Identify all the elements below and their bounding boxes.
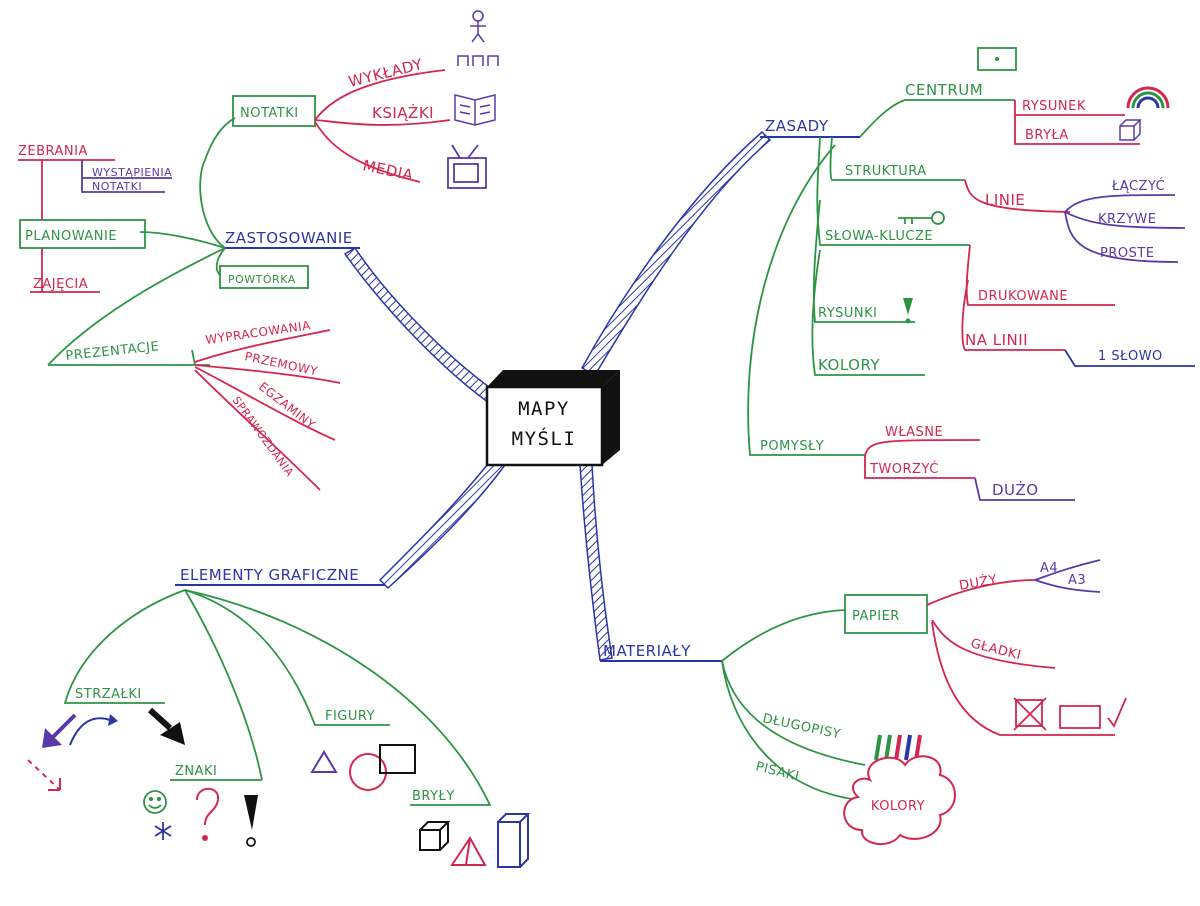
label-zastosowanie: ZASTOSOWANIE: [225, 229, 353, 247]
label-media: MEDIA: [361, 156, 415, 184]
label-figury: FIGURY: [325, 709, 375, 724]
label-zajecia: ZAJĘCIA: [33, 277, 88, 292]
label-duzy: DUŻY: [958, 572, 999, 594]
branch-materialy: [579, 464, 613, 661]
label-struktura: STRUKTURA: [845, 164, 927, 179]
exclamation-icon: [903, 298, 913, 324]
label-znaki: ZNAKI: [175, 764, 217, 779]
label-duzo: DUŻO: [992, 480, 1039, 499]
asterisk-icon: [154, 822, 172, 840]
label-laczyc: ŁĄCZYĆ: [1111, 178, 1165, 194]
branch-zasady: [580, 130, 772, 376]
label-proste: PROSTE: [1100, 246, 1155, 261]
label-materialy: MATERIAŁY: [603, 642, 691, 660]
label-tworzyc: TWORZYĆ: [869, 461, 939, 477]
label-wypracowania: WYPRACOWANIA: [204, 318, 311, 347]
label-ksiazki: KSIĄŻKI: [372, 103, 434, 122]
label-kolory-zasady: KOLORY: [818, 356, 880, 374]
zastosowanie-group: [18, 69, 451, 491]
cube-small-icon: [1119, 119, 1142, 141]
tv-icon: [447, 144, 487, 189]
label-rysunek: RYSUNEK: [1022, 99, 1086, 114]
solids-icon: [419, 813, 531, 868]
label-zebrania: ZEBRANIA: [18, 144, 88, 159]
figures-icon: [310, 744, 416, 791]
label-planowanie: PLANOWANIE: [25, 229, 117, 244]
center-cube: MAPY MYŚLI: [485, 370, 620, 467]
label-centrum: CENTRUM: [905, 81, 983, 99]
label-zebrania-notatki: NOTATKI: [92, 180, 142, 193]
label-bryla: BRYŁA: [1025, 128, 1069, 143]
exclamation-black-icon: [244, 795, 258, 847]
paper-crossed-icon: [1013, 697, 1047, 731]
label-wlasne: WŁASNE: [885, 425, 943, 440]
smiley-icon: [143, 790, 167, 814]
cloud-kolory: KOLORY: [843, 755, 956, 845]
center-title-line1: MAPY: [518, 398, 570, 420]
label-a4: A4: [1040, 561, 1058, 576]
branch-elementy: [378, 453, 506, 590]
label-zasady: ZASADY: [765, 117, 829, 135]
label-pomysly: POMYSŁY: [760, 439, 824, 454]
rainbow-icon: [1126, 86, 1170, 109]
audience-icon: [457, 10, 499, 66]
label-pisaki: PISAKI: [754, 759, 801, 784]
zasady-group: [747, 47, 1195, 501]
book-icon: [454, 94, 496, 126]
paper-ok-icon: [1059, 697, 1127, 729]
label-kolory-materialy: KOLORY: [871, 799, 925, 814]
label-zastosowanie-powtorka: POWTÓRKA: [228, 273, 296, 286]
pens-icon: [874, 734, 922, 761]
label-wyklady: WYKŁADY: [347, 55, 425, 91]
label-elementy: ELEMENTY GRAFICZNE: [180, 566, 359, 584]
branch-zastosowanie: [343, 246, 502, 407]
key-icon: [898, 211, 945, 225]
center-title-line2: MYŚLI: [512, 426, 577, 450]
main-branches: [175, 130, 860, 662]
elementy-group: [63, 589, 492, 806]
label-jedno-slowo: 1 SŁOWO: [1098, 349, 1163, 364]
label-drukowane: DRUKOWANE: [978, 289, 1068, 304]
arrows-icon: [27, 707, 185, 791]
label-papier: PAPIER: [852, 609, 900, 624]
label-notatki: NOTATKI: [240, 106, 299, 121]
question-icon: [196, 787, 220, 841]
label-bryly: BRYŁY: [412, 789, 455, 804]
label-a3: A3: [1068, 573, 1086, 588]
materialy-group: [721, 559, 1115, 801]
label-prezentacje: PREZENTACJE: [65, 339, 160, 364]
label-slowa-klucze: SŁOWA-KLUCZE: [825, 229, 933, 244]
label-wystapienia: WYSTĄPIENIA: [92, 166, 172, 179]
label-strzalki: STRZAŁKI: [75, 687, 142, 702]
label-krzywe: KRZYWE: [1098, 212, 1156, 227]
label-rysunki: RYSUNKI: [818, 306, 878, 321]
label-na-linii: NA LINII: [965, 331, 1028, 349]
label-linie: LINIE: [985, 191, 1025, 209]
label-dlugopisy: DŁUGOPISY: [761, 711, 842, 742]
